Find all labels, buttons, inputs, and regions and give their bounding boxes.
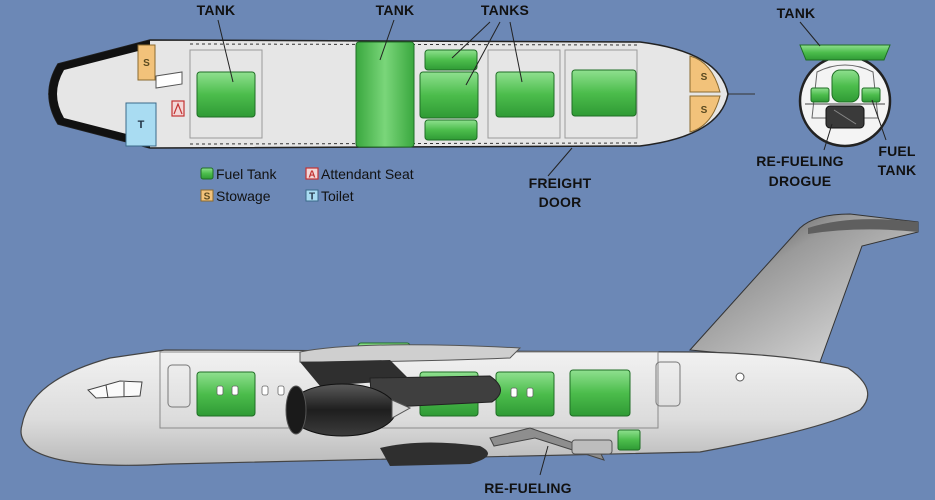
- leader-cross-drogue: [823, 123, 833, 151]
- plan-nose-band: [49, 40, 150, 148]
- label-freight-door-line2: DOOR: [539, 194, 582, 210]
- leader-cross-tank: [799, 21, 821, 47]
- legend-toilet-label: Toilet: [321, 188, 354, 204]
- legend-toilet-code: T: [309, 192, 315, 203]
- side-engine-exhaust: [391, 399, 412, 419]
- side-view: RE-FUELING: [20, 213, 919, 496]
- side-refueling-unit: [571, 439, 613, 455]
- cross-section: TANK RE-FUELING DROGUE FUEL TANK: [756, 5, 916, 189]
- plan-bay-2: [564, 49, 638, 139]
- cross-section-center-tank: [831, 69, 860, 103]
- label-drogue-line1: RE-FUELING: [756, 153, 844, 169]
- leader-tanks-3: [509, 21, 523, 83]
- side-tank-rear: [569, 369, 631, 417]
- plan-tank-group-mid: [419, 71, 479, 119]
- leader-tanks-1: [451, 21, 491, 59]
- plan-tank-group-top: [424, 49, 478, 71]
- plan-view: S T S S TANK TANK TANKS FREIGHT DOOR: [48, 2, 755, 210]
- plan-tank-rear-2: [571, 69, 637, 117]
- legend-toilet-swatch: [305, 189, 319, 202]
- leader-refueling: [539, 445, 549, 476]
- side-refueling-hose: [489, 427, 605, 461]
- side-tank-front: [196, 371, 256, 417]
- label-tank-center: TANK: [376, 2, 415, 18]
- label-drogue-line2: DROGUE: [769, 173, 832, 189]
- plan-tank-group-bottom: [424, 119, 478, 141]
- side-cockpit-divider-1: [105, 384, 109, 399]
- plan-stowage-rear-bottom-code: S: [701, 105, 708, 116]
- leader-cross-fuel: [871, 99, 887, 141]
- legend-attendant-code: A: [308, 170, 315, 181]
- plan-attendant-seat-mark: [173, 102, 183, 115]
- plan-stowage-rear-top-code: S: [701, 72, 708, 83]
- cross-section-drogue-detail: [833, 109, 857, 125]
- legend-fuel-label: Fuel Tank: [216, 166, 277, 182]
- plan-front-partition: [155, 71, 183, 89]
- plan-tank-front: [196, 71, 256, 118]
- leader-freight-door: [547, 147, 573, 177]
- cross-section-inner-frame: [811, 64, 879, 119]
- side-tail-fin: [688, 213, 919, 363]
- cross-section-top-tank: [799, 44, 891, 61]
- cross-section-left-tank: [810, 87, 830, 103]
- plan-tank-rear-1: [495, 71, 555, 118]
- side-engine-rear: [369, 375, 501, 409]
- plan-stowage-rear-bottom: [689, 95, 721, 133]
- label-tank-right: TANK: [777, 5, 816, 21]
- side-engine-intake: [285, 385, 307, 435]
- leader-tank-center: [379, 19, 395, 61]
- side-tank-mid-2: [495, 371, 555, 417]
- side-tank-lower: [617, 429, 641, 451]
- label-tanks: TANKS: [481, 2, 529, 18]
- label-fuel-tank-line2: TANK: [878, 162, 917, 178]
- side-cockpit-windows: [87, 380, 143, 399]
- label-freight-door-line1: FREIGHT: [529, 175, 592, 191]
- leader-tank-left: [217, 19, 234, 83]
- side-rear-door: [655, 361, 681, 407]
- label-tank-left: TANK: [197, 2, 236, 18]
- plan-stowage-front: [137, 44, 156, 81]
- legend-stowage-swatch: [200, 189, 214, 202]
- side-tail-cap: [808, 219, 918, 234]
- leader-tanks-2: [465, 21, 501, 86]
- side-wing-fairing: [380, 442, 488, 466]
- legend-fuel-swatch: [200, 167, 214, 180]
- plan-bay-3: [487, 49, 561, 139]
- plan-bay-1: [189, 49, 263, 139]
- cross-section-right-tank: [861, 87, 881, 103]
- plan-toilet: [125, 102, 157, 147]
- plan-toilet-code: T: [138, 119, 145, 131]
- legend-stowage-label: Stowage: [216, 188, 271, 204]
- legend: Fuel Tank A Attendant Seat S Stowage T T…: [200, 166, 414, 204]
- legend-attendant-swatch: [305, 167, 319, 180]
- plan-stowage-rear-top: [689, 55, 721, 93]
- label-fuel-tank-line1: FUEL: [878, 143, 916, 159]
- side-wing: [299, 344, 522, 363]
- plan-stowage-front-code: S: [143, 58, 150, 69]
- plan-tank-center: [355, 41, 415, 148]
- label-refueling-bottom: RE-FUELING: [484, 480, 572, 496]
- side-cabin-windows: [216, 385, 534, 398]
- side-rear-port: [735, 372, 745, 382]
- legend-stowage-code: S: [204, 192, 211, 203]
- side-front-door: [167, 364, 191, 408]
- legend-attendant-label: Attendant Seat: [321, 166, 414, 182]
